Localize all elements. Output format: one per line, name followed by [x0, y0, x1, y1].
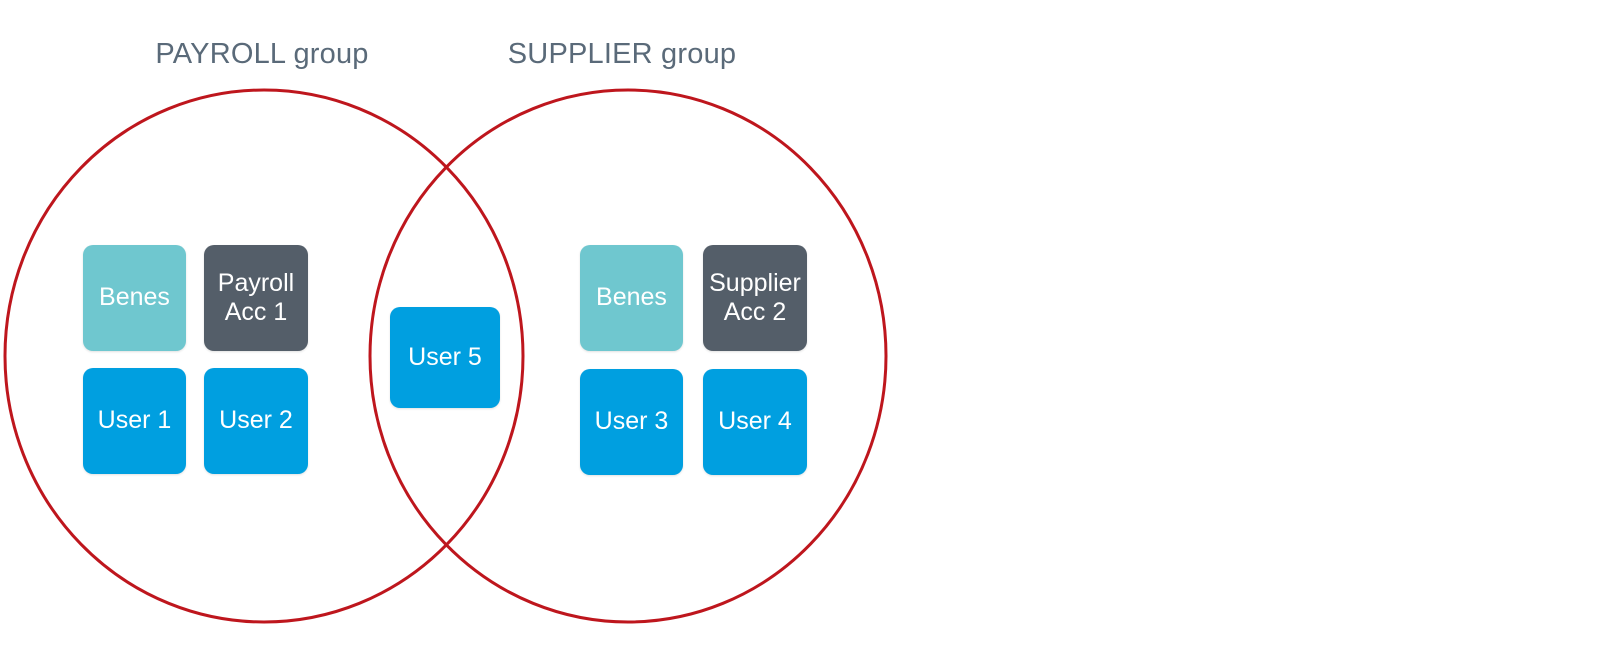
user1-box: User 1: [83, 368, 186, 474]
supplier-group-title: SUPPLIER group: [507, 38, 737, 70]
user5-box: User 5: [390, 307, 500, 408]
payroll-account-box: Payroll Acc 1: [204, 245, 308, 351]
payroll-group-title: PAYROLL group: [155, 38, 369, 70]
supplier-account-box: Supplier Acc 2: [703, 245, 807, 351]
user3-box: User 3: [580, 369, 683, 475]
user2-box: User 2: [204, 368, 308, 474]
payroll-benes-box: Benes: [83, 245, 186, 351]
user4-box: User 4: [703, 369, 807, 475]
supplier-benes-box: Benes: [580, 245, 683, 351]
